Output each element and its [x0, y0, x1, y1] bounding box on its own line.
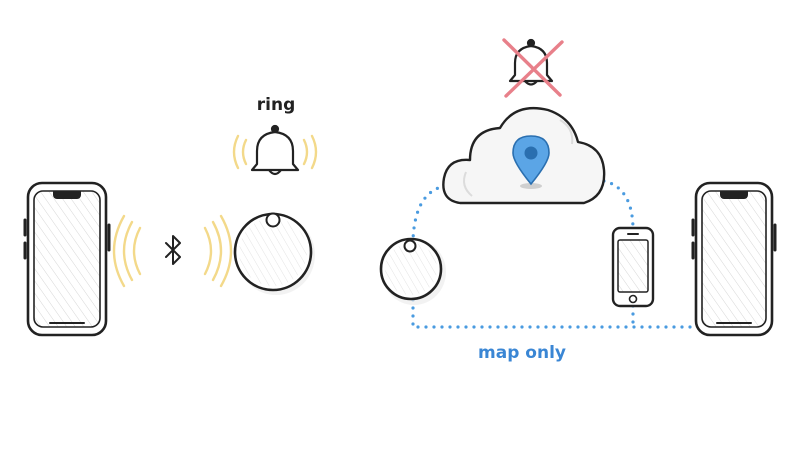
signal-wave: [211, 220, 223, 282]
ring-wave: [302, 138, 309, 166]
map-only-label: map only: [478, 343, 566, 363]
ring-wave: [241, 138, 248, 166]
ringing-bell: ring: [232, 95, 318, 176]
signal-wave: [132, 226, 142, 276]
small-phone: [611, 226, 655, 308]
signal-wave: [122, 220, 134, 282]
dotted-connection: [411, 179, 700, 329]
location-pin-icon: [512, 135, 550, 189]
tracker-tag-right: [379, 237, 446, 305]
right-phone: [691, 181, 777, 337]
ring-label: ring: [257, 95, 295, 115]
ring-wave: [310, 134, 318, 170]
cross-mark: [502, 38, 564, 98]
signal-wave: [112, 214, 126, 288]
bluetooth-signal: [112, 214, 233, 288]
left-phone: [23, 181, 111, 337]
signal-wave: [219, 214, 233, 288]
bluetooth-icon: [165, 235, 181, 265]
bell-icon: [250, 124, 300, 176]
ring-wave: [232, 134, 240, 170]
signal-wave: [203, 226, 213, 276]
tracker-tag-left: [233, 212, 315, 295]
bell-off-icon: [502, 38, 564, 98]
